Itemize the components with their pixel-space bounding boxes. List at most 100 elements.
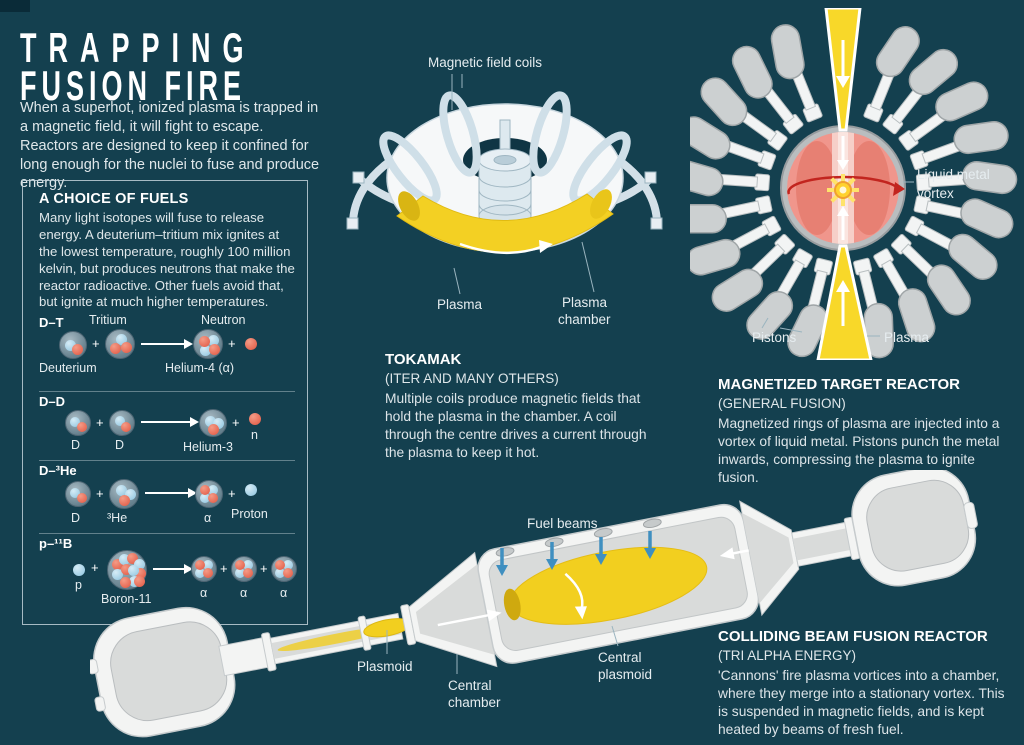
liquid-metal-vortex-label-line1: Liquid metal <box>917 167 990 182</box>
helium3-label: Helium-3 <box>183 440 234 455</box>
tokamak-subheading: (ITER AND MANY OTHERS) <box>385 370 559 386</box>
plasmoid-label: Plasmoid <box>357 659 413 674</box>
plus-sign: + <box>220 561 228 577</box>
reaction-arrow <box>145 487 197 498</box>
fuels-heading: A CHOICE OF FUELS <box>39 191 189 207</box>
alpha-nucleus-icon <box>191 556 217 583</box>
divider <box>39 460 295 462</box>
leader-lines <box>451 74 595 295</box>
vortex-spin-icon <box>787 175 905 196</box>
fuels-body: Many light isotopes will fuse to release… <box>39 210 295 310</box>
magnetic-field-coil-icons <box>379 91 631 205</box>
n-label: n <box>251 428 258 443</box>
helium3-nucleus-icon <box>199 409 227 438</box>
cbfr-heading: COLLIDING BEAM FUSION REACTOR <box>718 628 988 645</box>
proton-label: Proton <box>231 507 268 522</box>
central-chamber-label-line1: Central <box>448 678 492 693</box>
colliding-beam-reactor-diagram <box>90 470 978 738</box>
tokamak-heading: TOKAMAK <box>385 351 462 368</box>
boron11-label: Boron-11 <box>101 592 152 607</box>
plus-sign: + <box>96 486 104 502</box>
alpha-label: α <box>240 586 248 601</box>
compression-arrows <box>836 40 850 326</box>
he3-label: ³He <box>107 511 128 526</box>
alpha-label: α <box>280 586 288 601</box>
corner-notch <box>0 0 30 12</box>
helium4-label: Helium-4 (α) <box>165 361 235 376</box>
reaction-arrow <box>141 416 199 427</box>
liquid-metal-vortex-label-line2: vortex <box>917 186 954 201</box>
reaction-id: D–D <box>39 394 66 410</box>
helium4-nucleus-icon <box>193 329 223 360</box>
tritium-nucleus-icon <box>105 329 135 360</box>
proton-dot-icon <box>245 484 257 497</box>
plasma-band <box>396 189 614 255</box>
plus-sign: + <box>260 561 268 577</box>
neutron-label: Neutron <box>201 313 246 328</box>
divider <box>39 533 295 535</box>
p-label: p <box>75 578 82 593</box>
plus-sign: + <box>92 336 100 352</box>
plus-sign: + <box>228 336 236 352</box>
tokamak-info: TOKAMAK (ITER AND MANY OTHERS) Multiple … <box>385 350 655 462</box>
d-label: D <box>71 511 81 526</box>
alpha-label: α <box>200 586 208 601</box>
reaction-row-dt: D–T Tritium Neutron + + Deuterium Helium… <box>39 313 297 387</box>
reaction-id: p–¹¹B <box>39 536 73 552</box>
plus-sign: + <box>232 415 240 431</box>
plasma-label: Plasma <box>437 297 483 312</box>
d-label: D <box>115 438 125 453</box>
deuterium-nucleus-icon <box>109 410 135 437</box>
fuel-beam-arrows <box>496 531 656 576</box>
reaction-id: D–T <box>39 315 64 331</box>
plus-sign: + <box>96 415 104 431</box>
reaction-id: D–³He <box>39 463 77 479</box>
plasma-cannon-right <box>851 470 978 587</box>
tokamak-body: Multiple coils produce magnetic fields t… <box>385 391 647 460</box>
deuterium-nucleus-icon <box>59 331 87 360</box>
fusion-core-icon <box>827 174 859 206</box>
page-title-line1: TRAPPING <box>20 25 256 72</box>
alpha-nucleus-icon <box>195 480 223 509</box>
cbfr-subheading: (TRI ALPHA ENERGY) <box>718 647 857 663</box>
deuterium-nucleus-icon <box>65 410 91 437</box>
fuels-panel: A CHOICE OF FUELS Many light isotopes wi… <box>22 180 308 626</box>
cbfr-body: 'Cannons' fire plasma vortices into a ch… <box>718 668 1005 737</box>
reaction-row-pb11: p–¹¹B p + + + Boron-11 α α α <box>39 536 297 616</box>
plasma-cannon-left <box>90 606 236 738</box>
tokamak-diagram <box>346 74 663 295</box>
central-plasmoid-label-line1: Central <box>598 650 642 665</box>
mtr-body: Magnetized rings of plasma are injected … <box>718 416 1000 485</box>
mtr-info: MAGNETIZED TARGET REACTOR (GENERAL FUSIO… <box>718 375 1003 487</box>
leader-lines <box>761 181 914 337</box>
boron11-nucleus-icon <box>107 550 147 591</box>
central-chamber-label-line2: chamber <box>448 695 501 710</box>
divider <box>39 391 295 393</box>
plasma-chamber-label-line2: chamber <box>558 312 611 327</box>
mtr-heading: MAGNETIZED TARGET REACTOR <box>718 376 960 393</box>
plus-sign: + <box>91 560 99 576</box>
mtr-plasma-label: Plasma <box>884 330 930 345</box>
magnetic-field-coils-label: Magnetic field coils <box>428 55 543 70</box>
plus-sign: + <box>228 486 236 502</box>
alpha-label: α <box>204 511 212 526</box>
central-plasmoid-label-line2: plasmoid <box>598 667 653 682</box>
helium3-nucleus-icon <box>109 479 139 510</box>
deuterium-nucleus-icon <box>65 481 91 508</box>
central-solenoid <box>478 119 532 228</box>
neutron-dot-icon <box>245 338 257 351</box>
page-title-line2: FUSION FIRE <box>20 63 247 110</box>
reaction-row-dd: D–D + + D D Helium-3 n <box>39 394 297 456</box>
reaction-row-dhe3: D–³He + + D ³He α Proton <box>39 463 297 529</box>
proton-dot-icon <box>73 564 85 577</box>
deuterium-label: Deuterium <box>39 361 97 376</box>
intro-text: When a superhot, ionized plasma is trapp… <box>20 100 320 192</box>
reaction-arrow <box>153 563 193 574</box>
fuel-beams-label: Fuel beams <box>527 516 598 531</box>
alpha-nucleus-icon <box>231 556 257 583</box>
reactor-tube-assembly <box>90 470 978 738</box>
plasma-current-arrow <box>459 242 542 255</box>
tritium-label: Tritium <box>89 313 127 328</box>
alpha-nucleus-icon <box>271 556 297 583</box>
